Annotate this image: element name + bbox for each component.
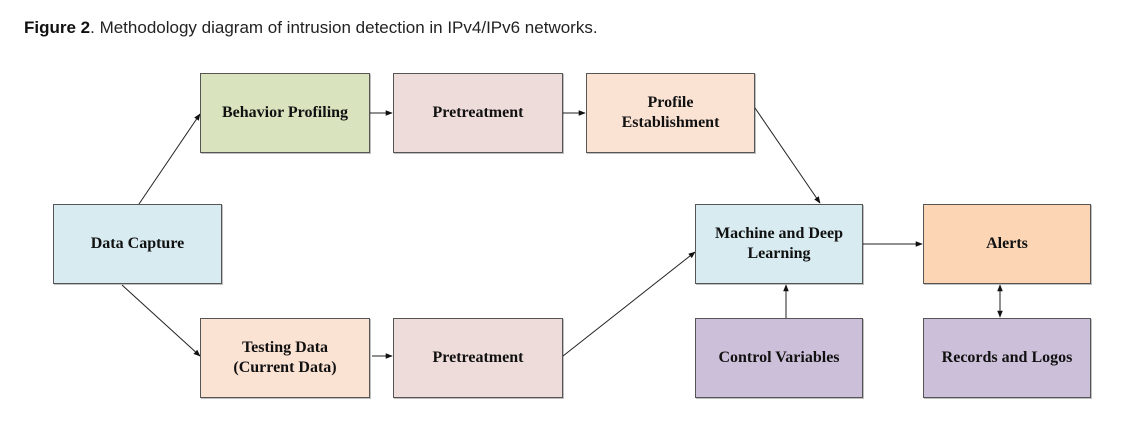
node-behavior-profiling: Behavior Profiling (200, 73, 370, 153)
node-label: Control Variables (718, 349, 840, 366)
node-label: Records and Logos (941, 349, 1073, 366)
node-label: Testing Data (Current Data) (233, 339, 337, 376)
arrow-profile-establishment-to-machine-deep-learning (754, 107, 821, 204)
figure-caption-text: . Methodology diagram of intrusion detec… (90, 18, 598, 37)
node-testing-data: Testing Data (Current Data) (200, 318, 370, 398)
node-label: Profile Establishment (621, 94, 720, 131)
node-pretreatment-bottom: Pretreatment (393, 318, 563, 398)
node-alerts: Alerts (923, 204, 1091, 284)
figure-label: Figure 2 (24, 18, 91, 37)
arrow-data-capture-to-behavior-profiling (138, 113, 201, 205)
node-label: Pretreatment (432, 104, 524, 121)
node-pretreatment-top: Pretreatment (393, 73, 563, 153)
node-records-logos: Records and Logos (923, 318, 1091, 398)
node-machine-deep-learning: Machine and Deep Learning (695, 204, 863, 284)
node-profile-establishment: Profile Establishment (586, 73, 755, 153)
node-label: Data Capture (90, 235, 185, 252)
node-label: Machine and Deep Learning (715, 225, 843, 262)
node-label: Pretreatment (432, 349, 524, 366)
arrow-data-capture-to-testing-data (121, 284, 201, 357)
node-label: Behavior Profiling (221, 104, 349, 121)
figure-caption: Figure 2. Methodology diagram of intrusi… (24, 18, 598, 38)
node-control-variables: Control Variables (695, 318, 863, 398)
node-label: Alerts (986, 235, 1028, 252)
arrow-pretreatment-bottom-to-machine-deep-learning (562, 251, 696, 357)
node-data-capture: Data Capture (53, 204, 222, 284)
edges-layer (121, 107, 1003, 359)
